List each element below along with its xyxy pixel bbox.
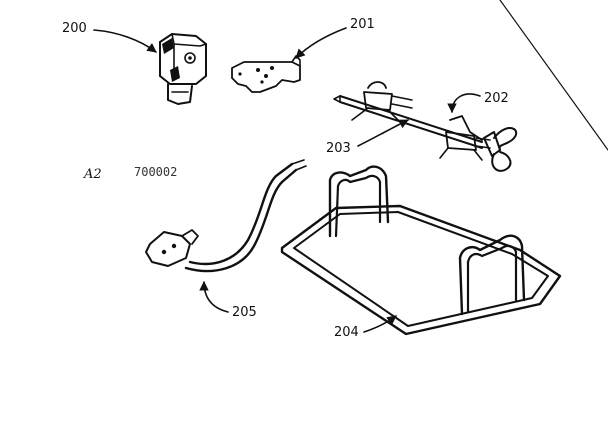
part-200-receptacle (159, 33, 207, 105)
leader-204 (363, 315, 397, 333)
part-201-bracket (231, 55, 301, 93)
callout-201: 201 (350, 17, 375, 32)
leader-200 (93, 29, 157, 53)
leader-202 (447, 93, 481, 113)
figure-label: A2 (83, 167, 102, 182)
figure-number: 700002 (134, 165, 177, 179)
callout-200: 200 (62, 21, 87, 36)
part-205-cord (145, 159, 307, 273)
leader-205 (199, 281, 229, 313)
callout-203: 203 (326, 141, 351, 156)
part-204-rack (280, 165, 562, 336)
callout-202: 202 (484, 91, 509, 106)
callout-204: 204 (334, 325, 359, 340)
leader-201 (295, 27, 347, 59)
part-202-fork (439, 115, 491, 161)
corner-border-line (499, 0, 608, 151)
leader-203 (357, 119, 409, 147)
callout-205: 205 (232, 305, 257, 320)
